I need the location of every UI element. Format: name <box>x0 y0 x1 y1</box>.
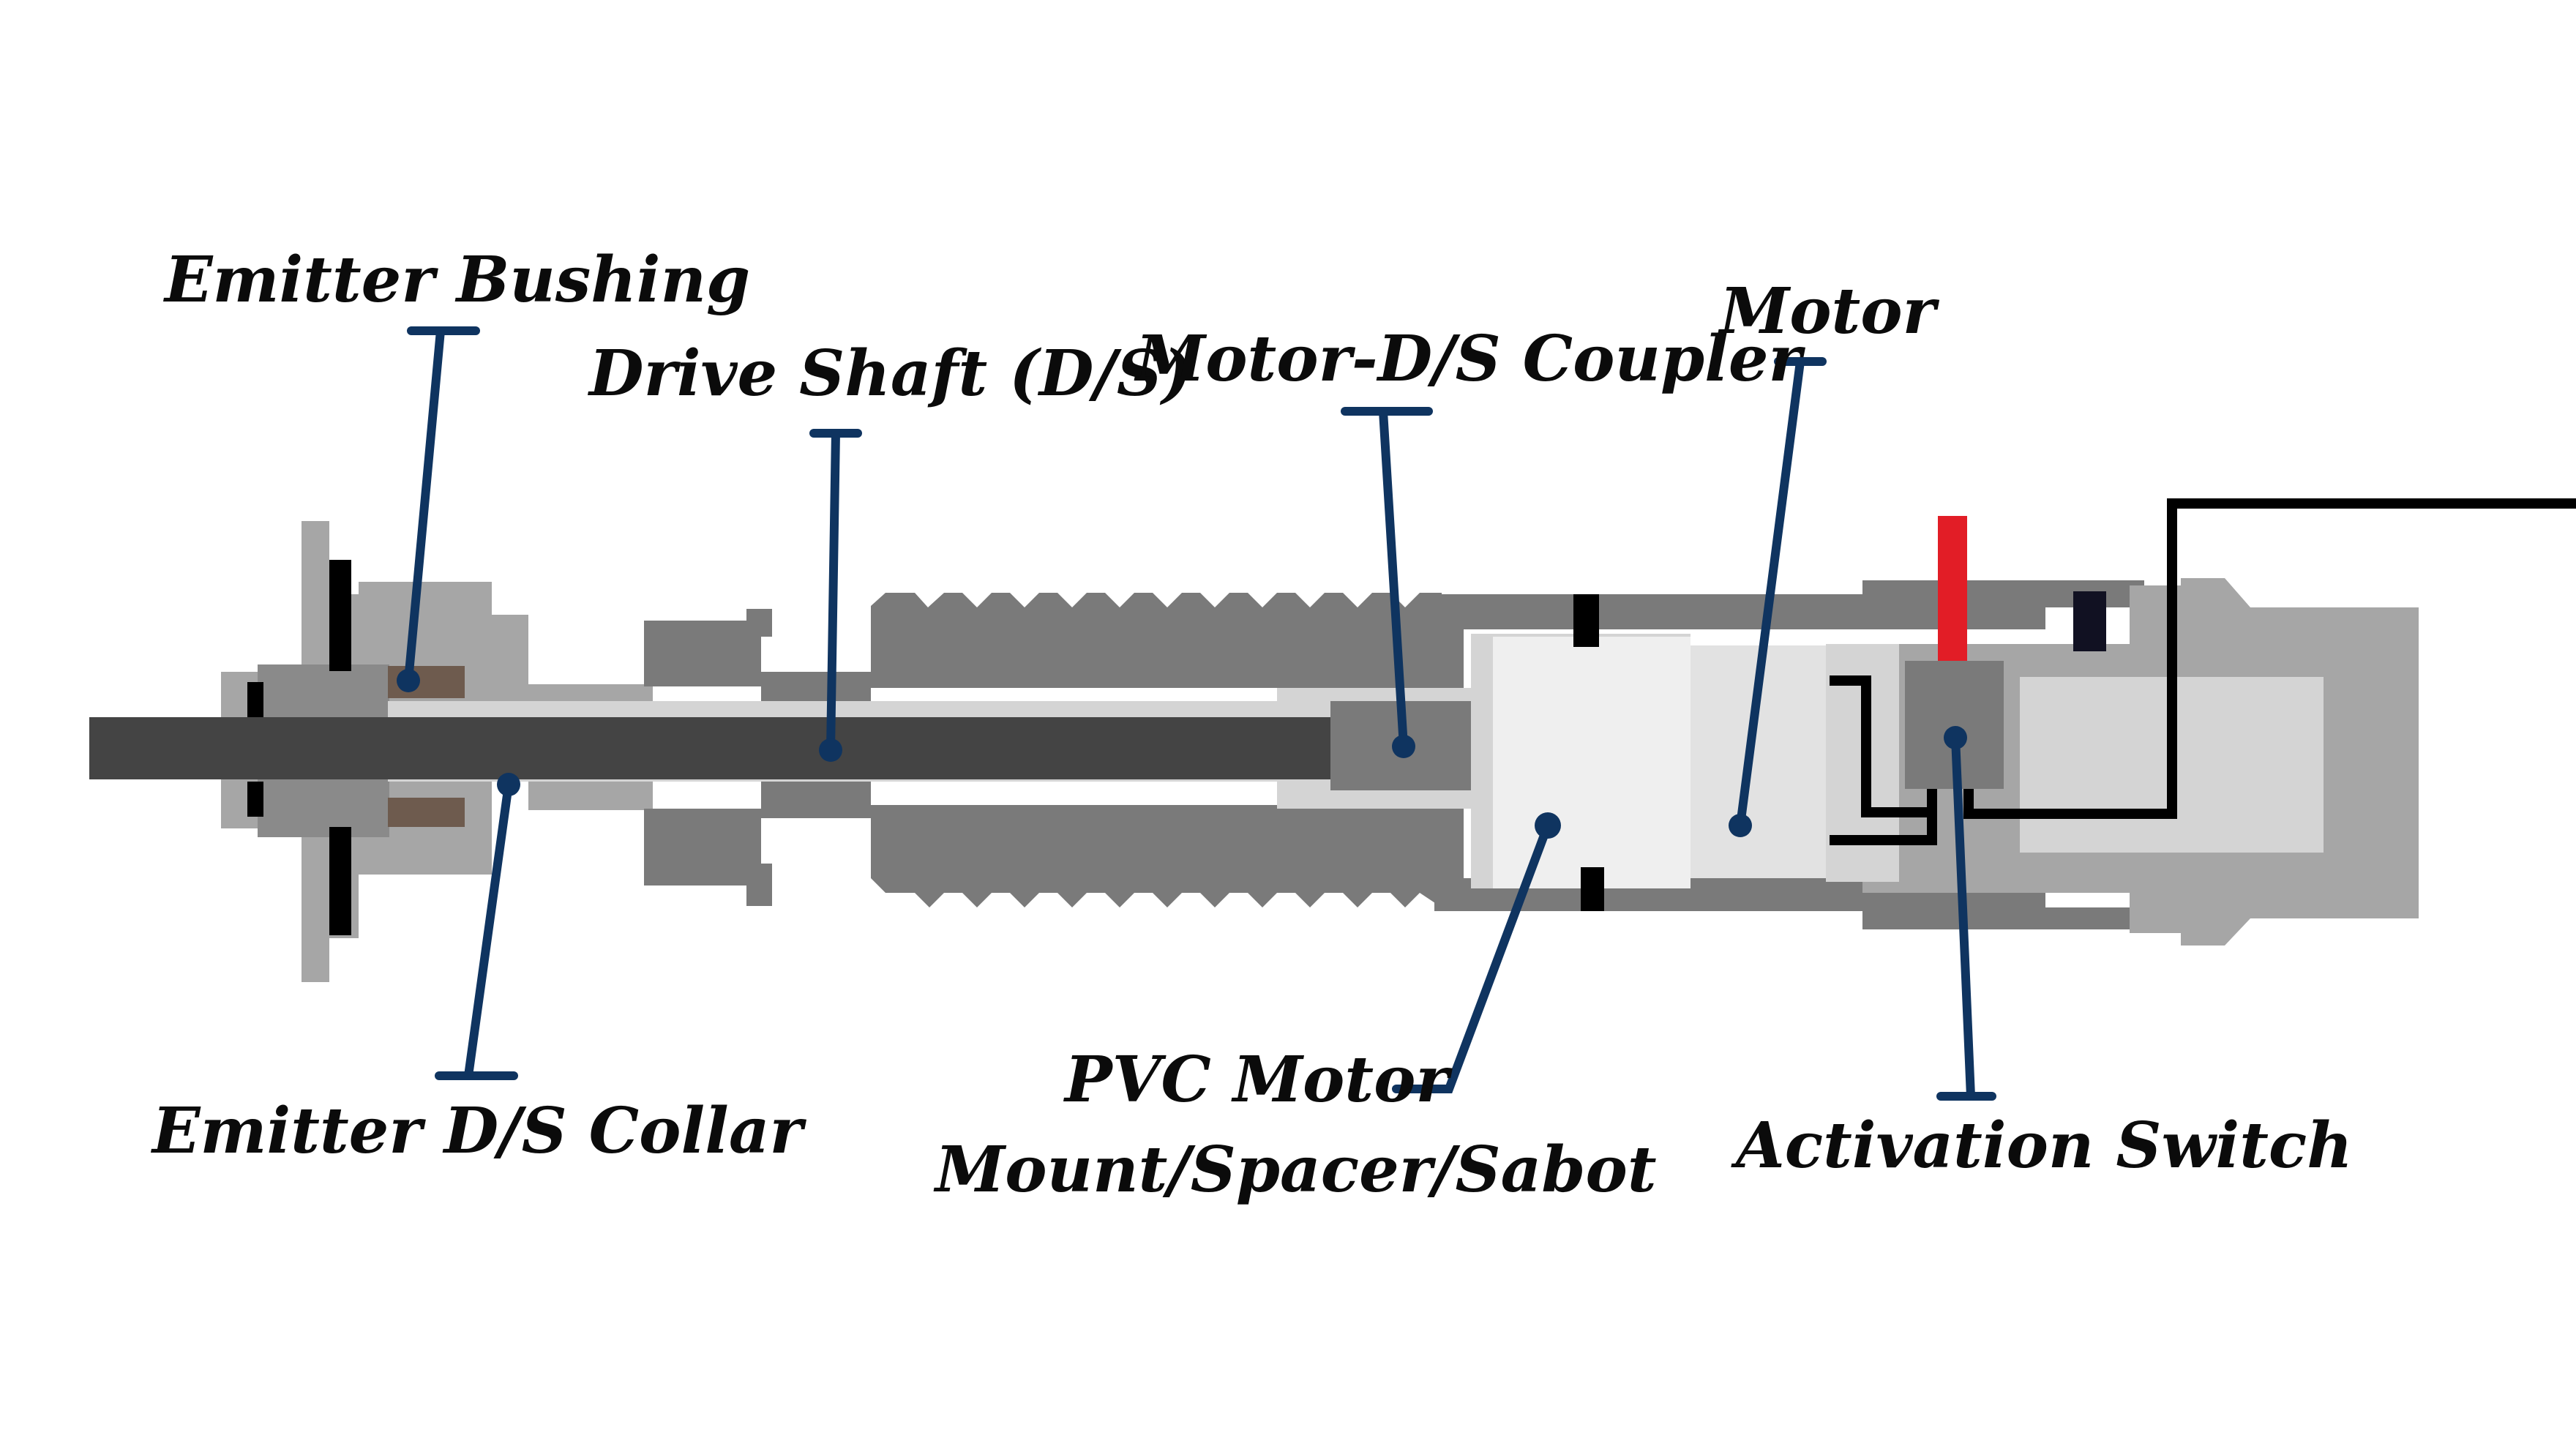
emitter-lens-bar-upper <box>329 560 351 671</box>
labels: Emitter Bushing Drive Shaft (D/S) Motor-… <box>150 243 2353 1207</box>
label-emitter-bushing: Emitter Bushing <box>162 243 750 317</box>
pvc-mount-white <box>1493 637 1690 888</box>
label-pvc-mount-line1: PVC Motor <box>1063 1043 1453 1117</box>
wire-switch-out <box>1963 498 2576 819</box>
dot-collar <box>497 773 520 796</box>
motor-housing-tube <box>1434 580 2144 929</box>
label-activation-switch: Activation Switch <box>1731 1109 2353 1183</box>
dot-pvc-mount <box>1535 812 1561 839</box>
leader-lines <box>404 326 1996 1101</box>
dot-coupler <box>1392 735 1415 758</box>
wire-motor-upper <box>1830 675 1937 817</box>
dot-switch <box>1944 726 1967 749</box>
drive-shaft-assembly <box>89 701 1494 790</box>
pommel-inner-rear <box>2130 677 2324 853</box>
emitter-lens-bar-lower <box>329 827 351 935</box>
leader-motor <box>1736 357 1805 830</box>
emitter-inner-bar-upper <box>247 682 263 717</box>
shroud-section <box>644 609 772 686</box>
emitter-inner-bar-lower <box>247 782 263 817</box>
leader-drive-shaft <box>826 429 840 755</box>
dot-emitter-bushing <box>397 669 420 692</box>
label-motor-ds-coupler: Motor-D/S Coupler <box>1134 322 1806 396</box>
mount-tab-lower <box>1581 867 1604 911</box>
pommel-stop-bar <box>2073 591 2106 651</box>
wire-motor-lower <box>1830 805 1937 845</box>
dot-drive-shaft <box>819 738 842 762</box>
shroud-section-lower <box>644 809 772 906</box>
label-drive-shaft: Drive Shaft (D/S) <box>587 337 1192 411</box>
leader-pvc-mount <box>1392 821 1552 1093</box>
leader-emitter-bushing <box>404 326 445 685</box>
label-motor: Motor <box>1718 274 1940 348</box>
leader-collar <box>464 780 513 1080</box>
leader-dots <box>397 669 1967 839</box>
emitter-bushing-lower <box>388 798 465 827</box>
mount-tab-upper <box>1573 594 1599 647</box>
grip-section-lower <box>871 805 1442 907</box>
leader-coupler <box>1379 407 1408 751</box>
label-pvc-mount-line2: Mount/Spacer/Sabot <box>933 1133 1657 1207</box>
switch-red-actuator <box>1938 516 1967 662</box>
label-emitter-ds-collar: Emitter D/S Collar <box>150 1094 807 1168</box>
leader-switch <box>1951 733 1975 1101</box>
drive-shaft <box>89 717 1333 779</box>
dot-motor <box>1729 814 1752 837</box>
grip-section-upper <box>871 593 1442 688</box>
